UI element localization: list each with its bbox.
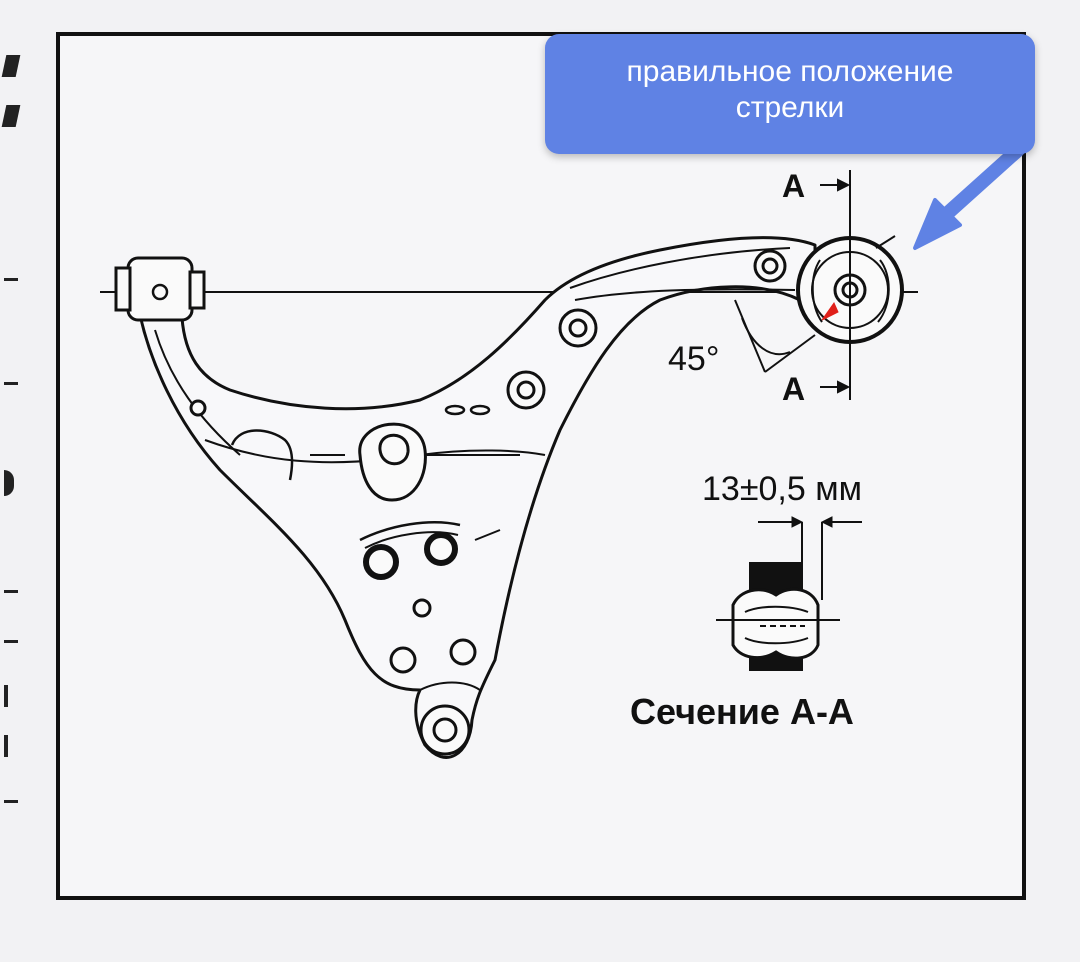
- section-line-aa: [820, 170, 851, 400]
- section-view-aa: [716, 516, 862, 671]
- control-arm: [138, 236, 817, 759]
- section-label-bottom: A: [782, 371, 805, 407]
- bushing-arrow-marker: [821, 301, 839, 321]
- angle-label: 45°: [668, 340, 719, 378]
- front-bushing: [114, 256, 206, 322]
- section-label-top: A: [782, 168, 805, 204]
- section-caption: Сечение А-А: [630, 691, 854, 732]
- page-edge-marks: [0, 0, 28, 962]
- angle-45-indicator: [734, 299, 816, 373]
- arm-holes: [189, 249, 787, 756]
- dimension-label: 13±0,5 мм: [702, 470, 862, 508]
- callout-pointer: [913, 143, 1025, 250]
- callout-line-2: стрелки: [735, 91, 845, 124]
- callout-note: правильное положение стрелки: [545, 34, 1035, 154]
- callout-line-1: правильное положение: [626, 55, 954, 88]
